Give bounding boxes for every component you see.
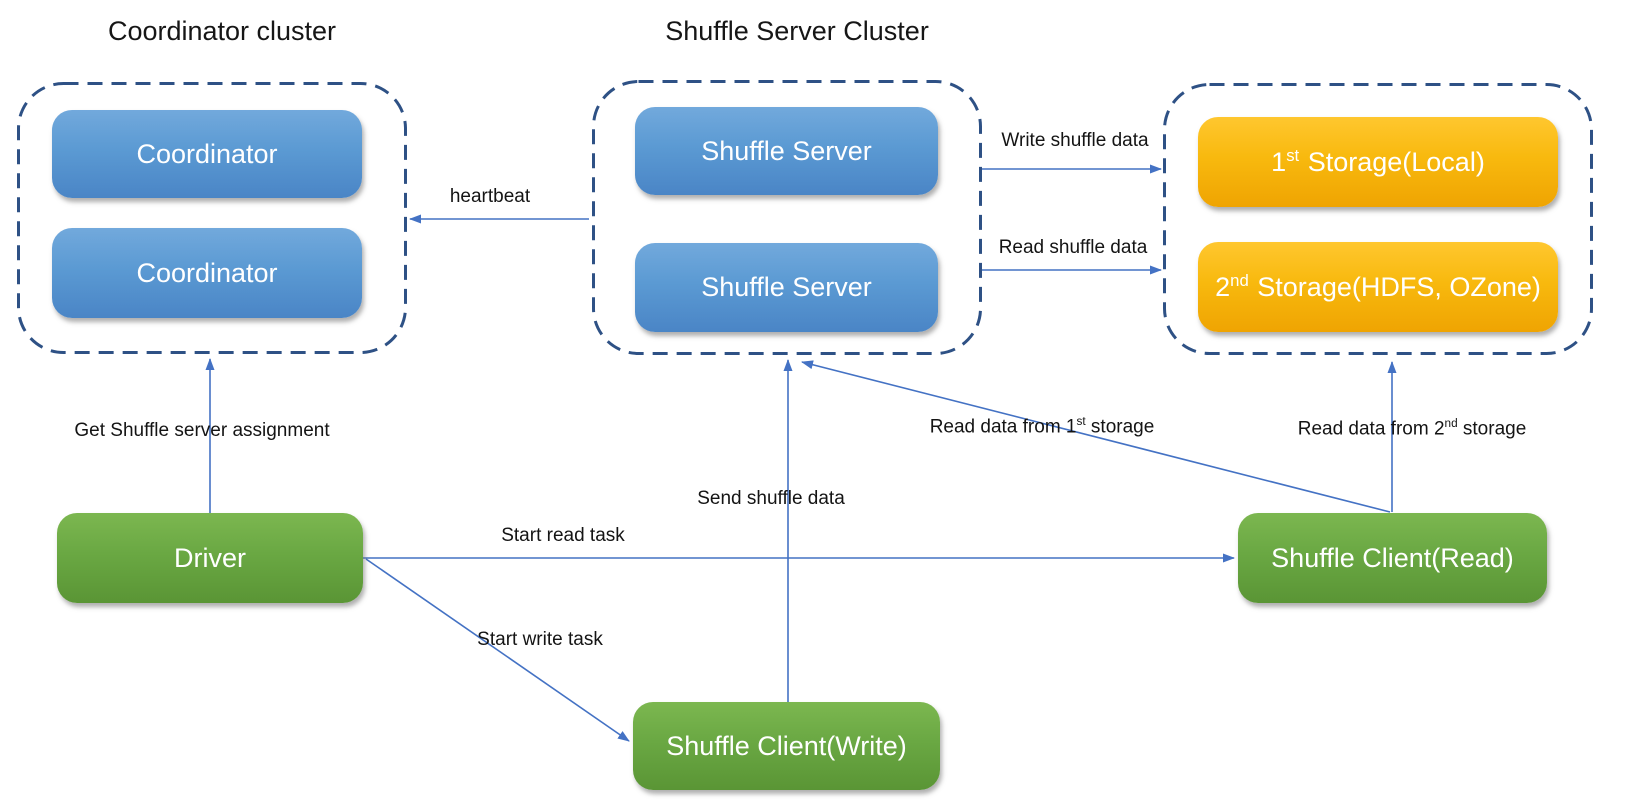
edge-label-read-shuffle-data: Read shuffle data (998, 237, 1148, 258)
node-coordinator-1: Coordinator (52, 110, 362, 198)
edge-label-get-assignment: Get Shuffle server assignment (74, 420, 330, 441)
edge-label-write-shuffle-data: Write shuffle data (1001, 130, 1149, 151)
coordinator-cluster-title: Coordinator cluster (107, 16, 337, 46)
node-shuffle-client-read: Shuffle Client(Read) (1238, 513, 1547, 603)
node-shuffle-client-write: Shuffle Client(Write) (633, 702, 940, 790)
node-coordinator-2: Coordinator (52, 228, 362, 318)
shuffle-server-cluster-title: Shuffle Server Cluster (665, 16, 929, 46)
node-shuffle-server-2: Shuffle Server (635, 243, 938, 332)
edge-label-read-2nd-storage: Read data from 2nd storage (1297, 417, 1527, 440)
edge-label-start-write-task: Start write task (477, 629, 603, 650)
edge-label-heartbeat: heartbeat (449, 186, 531, 207)
storage-2-label: 2nd Storage(HDFS, OZone) (1215, 270, 1541, 302)
node-driver: Driver (57, 513, 363, 603)
edge-label-send-shuffle-data: Send shuffle data (697, 488, 845, 509)
node-storage-1: 1st Storage(Local) (1198, 117, 1558, 207)
node-storage-2: 2nd Storage(HDFS, OZone) (1198, 242, 1558, 332)
edge-label-read-1st-storage: Read data from 1st storage (929, 415, 1155, 438)
node-shuffle-server-1: Shuffle Server (635, 107, 938, 195)
edge-label-start-read-task: Start read task (501, 525, 625, 546)
storage-1-label: 1st Storage(Local) (1271, 145, 1485, 177)
